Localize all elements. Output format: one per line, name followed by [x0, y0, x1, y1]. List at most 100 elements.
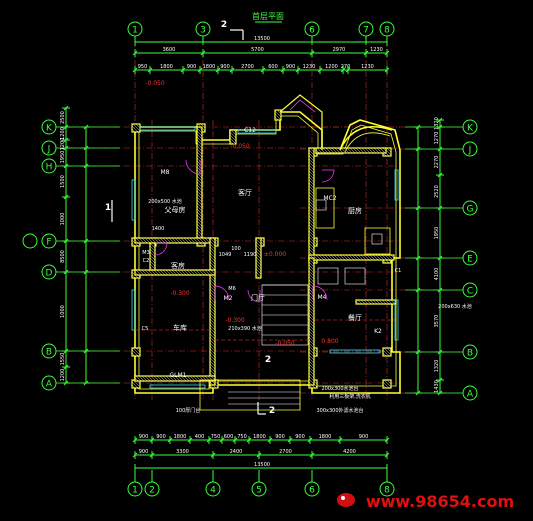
- axis-letter-right: A: [467, 390, 474, 400]
- axis-letter-left: K: [46, 124, 53, 134]
- hatch-line: [196, 169, 203, 176]
- wall-hatch: [131, 347, 141, 357]
- hatch-line: [196, 166, 203, 173]
- axis-number-top: 6: [309, 26, 315, 36]
- door-swing-mc2: [321, 169, 335, 183]
- hatch-line: [255, 241, 262, 248]
- hatch-line: [196, 181, 203, 188]
- hatch-line: [308, 342, 315, 349]
- axis-letter-right: K: [467, 124, 474, 134]
- hatch-line: [308, 176, 315, 183]
- hatch-line: [375, 254, 382, 261]
- hatch-line: [210, 375, 216, 381]
- hatch-line: [325, 147, 332, 154]
- hatch-line: [209, 318, 216, 325]
- annotation-label_m4: M4: [318, 294, 327, 301]
- hatch-line: [192, 269, 199, 276]
- hatch-line: [196, 133, 203, 140]
- hatch-line: [334, 147, 341, 154]
- hatch-line: [390, 299, 396, 305]
- hatch-line: [330, 254, 337, 261]
- dim-text: 900: [139, 434, 149, 440]
- hatch-line: [382, 381, 390, 389]
- hatch-line: [308, 306, 315, 313]
- hatch-line: [209, 333, 216, 340]
- hatch-line: [309, 147, 315, 153]
- hatch-line: [308, 318, 315, 325]
- hatch-line: [209, 258, 216, 265]
- hatch-line: [165, 237, 172, 244]
- hatch-line: [255, 238, 262, 245]
- hatch-line: [189, 375, 196, 382]
- annotation-note_porch: 300x300外滤水池台: [316, 407, 363, 414]
- hatch-line: [310, 257, 315, 262]
- room-label-0: 客厅: [238, 188, 252, 197]
- hatch-line: [149, 254, 156, 261]
- hatch-line: [366, 299, 372, 305]
- axis-number-top: 7: [363, 26, 369, 36]
- dim-slash: [63, 145, 69, 151]
- hatch-line: [138, 347, 141, 350]
- dim-slash: [307, 437, 313, 443]
- partition-wall: [209, 237, 216, 386]
- room-label-2: 车库: [173, 323, 187, 332]
- plan-title: 首层平面: [252, 11, 284, 21]
- dim-text: 1200: [60, 369, 66, 382]
- hatch-line: [308, 336, 315, 343]
- hatch-line: [308, 242, 315, 249]
- hatch-line: [186, 375, 193, 382]
- hatch-line: [196, 223, 203, 230]
- bay-window-curve: [339, 126, 393, 151]
- dim-text: 1000: [60, 305, 66, 318]
- hatch-line: [209, 279, 216, 286]
- hatch-line: [386, 147, 392, 153]
- axis-number-bottom: 1: [132, 486, 138, 496]
- angled-bay: [279, 94, 323, 150]
- fixture: [344, 267, 366, 285]
- window: [329, 349, 381, 354]
- dim-slash: [83, 238, 89, 244]
- dim-slash: [437, 117, 443, 123]
- hatch-line: [384, 299, 390, 305]
- dim-text: 3600: [163, 47, 176, 53]
- annotation-note_stair: 100厚门台: [176, 407, 201, 414]
- hatch-line: [308, 261, 315, 268]
- dim-text: 600: [224, 434, 234, 440]
- hatch-line: [382, 349, 390, 357]
- window: [237, 129, 277, 134]
- axis-number-bottom: 5: [256, 486, 262, 496]
- section-marker-2: 2: [221, 20, 227, 30]
- dim-slash: [187, 437, 193, 443]
- dim-text: 1000: [60, 213, 66, 226]
- column: [131, 123, 141, 133]
- hatch-line: [308, 363, 315, 370]
- hatch-line: [209, 294, 216, 301]
- hatch-line: [134, 271, 139, 276]
- hatch-line: [141, 269, 148, 276]
- hatch-line: [149, 248, 156, 255]
- hatch-line: [196, 229, 203, 236]
- annotation-label_c2: C2: [143, 258, 150, 264]
- hatch-line: [308, 354, 315, 361]
- annotation-elev_0000: ±0.000: [264, 251, 286, 258]
- dim-slash: [63, 105, 69, 111]
- dim-text: 1200: [325, 64, 338, 70]
- hatch-line: [209, 276, 216, 283]
- hatch-line: [308, 152, 315, 159]
- dim-text: 1500: [60, 175, 66, 188]
- hatch-line: [134, 377, 139, 382]
- hatch-line: [315, 237, 318, 240]
- hatch-line: [369, 299, 375, 305]
- hatch-line: [308, 381, 313, 386]
- hatch-line: [196, 151, 203, 158]
- axis-letter-left: D: [46, 269, 53, 279]
- dim-slash: [337, 437, 343, 443]
- hatch-line: [147, 237, 154, 244]
- hatch-line: [361, 147, 368, 154]
- hatch-line: [150, 269, 157, 276]
- window: [394, 299, 399, 341]
- hatch-line: [376, 147, 383, 154]
- dim-slash: [384, 452, 390, 458]
- hatch-line: [321, 254, 328, 261]
- annotation-label_glm1: GLM1: [170, 372, 187, 379]
